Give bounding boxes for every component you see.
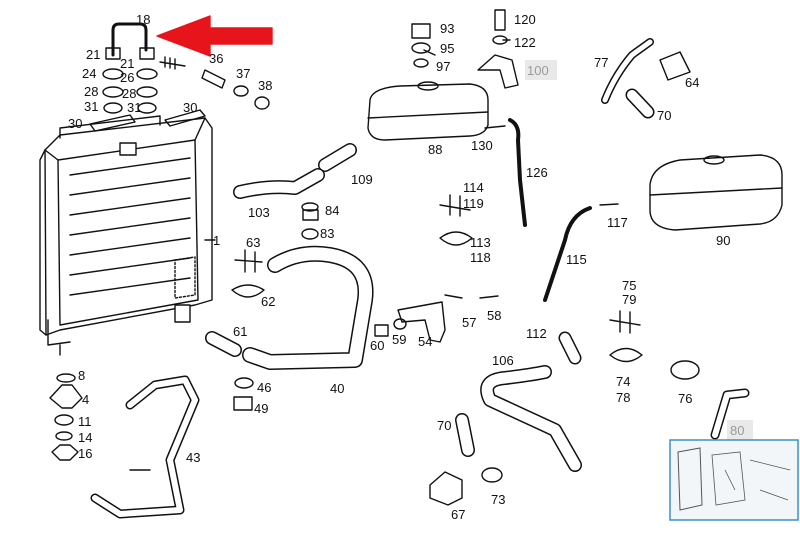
label-73: 73	[491, 492, 505, 507]
label-75: 75	[622, 278, 636, 293]
label-119: 119	[463, 196, 484, 211]
label-31b: 31	[127, 100, 141, 115]
label-37: 37	[236, 66, 250, 81]
hardware-stack-left	[89, 47, 270, 132]
label-61: 61	[233, 324, 247, 339]
label-109: 109	[351, 172, 373, 187]
label-4: 4	[82, 392, 89, 407]
label-59: 59	[392, 332, 406, 347]
label-79: 79	[622, 292, 636, 307]
label-58: 58	[487, 308, 501, 323]
label-114: 114	[463, 180, 484, 195]
label-21a: 21	[86, 47, 100, 62]
label-38: 38	[258, 78, 272, 93]
label-122: 122	[514, 35, 536, 50]
highlight-box-100	[525, 60, 557, 80]
label-54: 54	[418, 334, 432, 349]
label-70b: 70	[437, 418, 451, 433]
label-97: 97	[436, 59, 450, 74]
label-80: 80	[730, 423, 744, 438]
reservoir-tank	[649, 154, 783, 231]
label-112: 112	[526, 326, 547, 341]
label-115: 115	[566, 252, 587, 267]
label-18: 18	[136, 12, 150, 27]
label-76: 76	[678, 391, 692, 406]
label-11: 11	[78, 414, 92, 429]
label-8: 8	[78, 368, 85, 383]
label-49: 49	[254, 401, 268, 416]
label-78: 78	[616, 390, 630, 405]
label-30b: 30	[183, 100, 197, 115]
label-126: 126	[526, 165, 548, 180]
part-labels: 18 21 24 28 31 30 21 26 28 31 36 37 38 3…	[68, 12, 744, 522]
label-16: 16	[78, 446, 92, 461]
label-83: 83	[320, 226, 334, 241]
label-88: 88	[428, 142, 442, 157]
label-24: 24	[82, 66, 96, 81]
radiator	[39, 115, 213, 356]
label-84: 84	[325, 203, 339, 218]
label-60: 60	[370, 338, 384, 353]
label-95: 95	[440, 41, 454, 56]
label-93: 93	[440, 21, 454, 36]
label-28a: 28	[84, 84, 98, 99]
label-90: 90	[716, 233, 730, 248]
label-130: 130	[471, 138, 493, 153]
label-57: 57	[462, 315, 476, 330]
label-64: 64	[685, 75, 699, 90]
label-120: 120	[514, 12, 536, 27]
label-21b: 21	[120, 56, 134, 71]
label-62: 62	[261, 294, 275, 309]
label-43: 43	[186, 450, 200, 465]
label-106: 106	[492, 353, 514, 368]
label-36: 36	[209, 51, 223, 66]
label-31a: 31	[84, 99, 98, 114]
label-1: 1	[213, 233, 220, 248]
label-117: 117	[607, 215, 628, 230]
label-63: 63	[246, 235, 260, 250]
highlight-box-80	[727, 420, 753, 440]
label-30a: 30	[68, 116, 82, 131]
expansion-tank	[367, 81, 489, 141]
label-74: 74	[616, 374, 630, 389]
label-118: 118	[470, 250, 491, 265]
label-28b: 28	[122, 86, 136, 101]
label-103: 103	[248, 205, 270, 220]
inset-thumbnail	[669, 439, 799, 521]
label-46: 46	[257, 380, 271, 395]
label-40: 40	[330, 381, 344, 396]
label-77: 77	[594, 55, 608, 70]
label-100: 100	[527, 63, 549, 78]
label-26: 26	[120, 70, 134, 85]
label-14: 14	[78, 430, 92, 445]
label-113: 113	[470, 235, 491, 250]
label-70a: 70	[657, 108, 671, 123]
label-67: 67	[451, 507, 465, 522]
